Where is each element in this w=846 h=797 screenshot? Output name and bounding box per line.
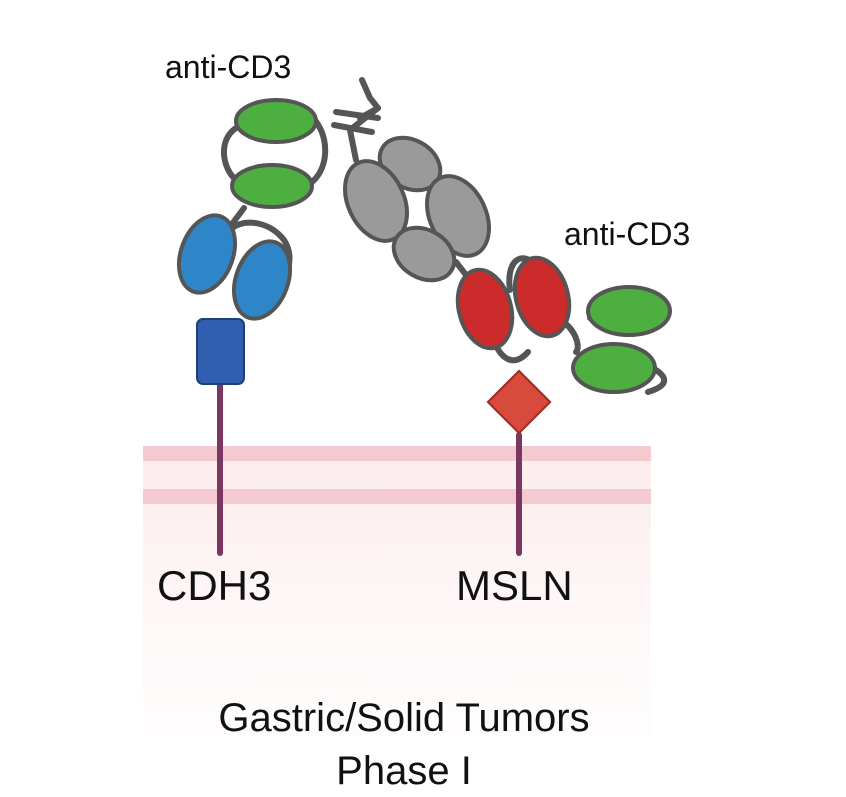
anti-cd3-domain-left xyxy=(230,98,318,209)
cdh3-antigen xyxy=(196,318,245,385)
caption-line-2: Phase I xyxy=(336,749,472,793)
anti-cd3-label-right: anti-CD3 xyxy=(564,216,690,252)
anti-cd3-domain-right xyxy=(571,285,672,394)
msln-antigen xyxy=(486,369,552,435)
caption-line-1: Gastric/Solid Tumors xyxy=(218,696,589,740)
cell-membrane xyxy=(143,446,651,736)
msln-binder xyxy=(455,255,572,351)
fc-domain xyxy=(343,135,491,283)
membrane-band-outer xyxy=(143,446,651,461)
membrane-band-inner xyxy=(143,489,651,504)
cdh3-label: CDH3 xyxy=(157,562,271,609)
msln-label: MSLN xyxy=(456,562,573,609)
cdh3-binder xyxy=(176,213,293,321)
anti-cd3-label-left: anti-CD3 xyxy=(165,49,291,85)
